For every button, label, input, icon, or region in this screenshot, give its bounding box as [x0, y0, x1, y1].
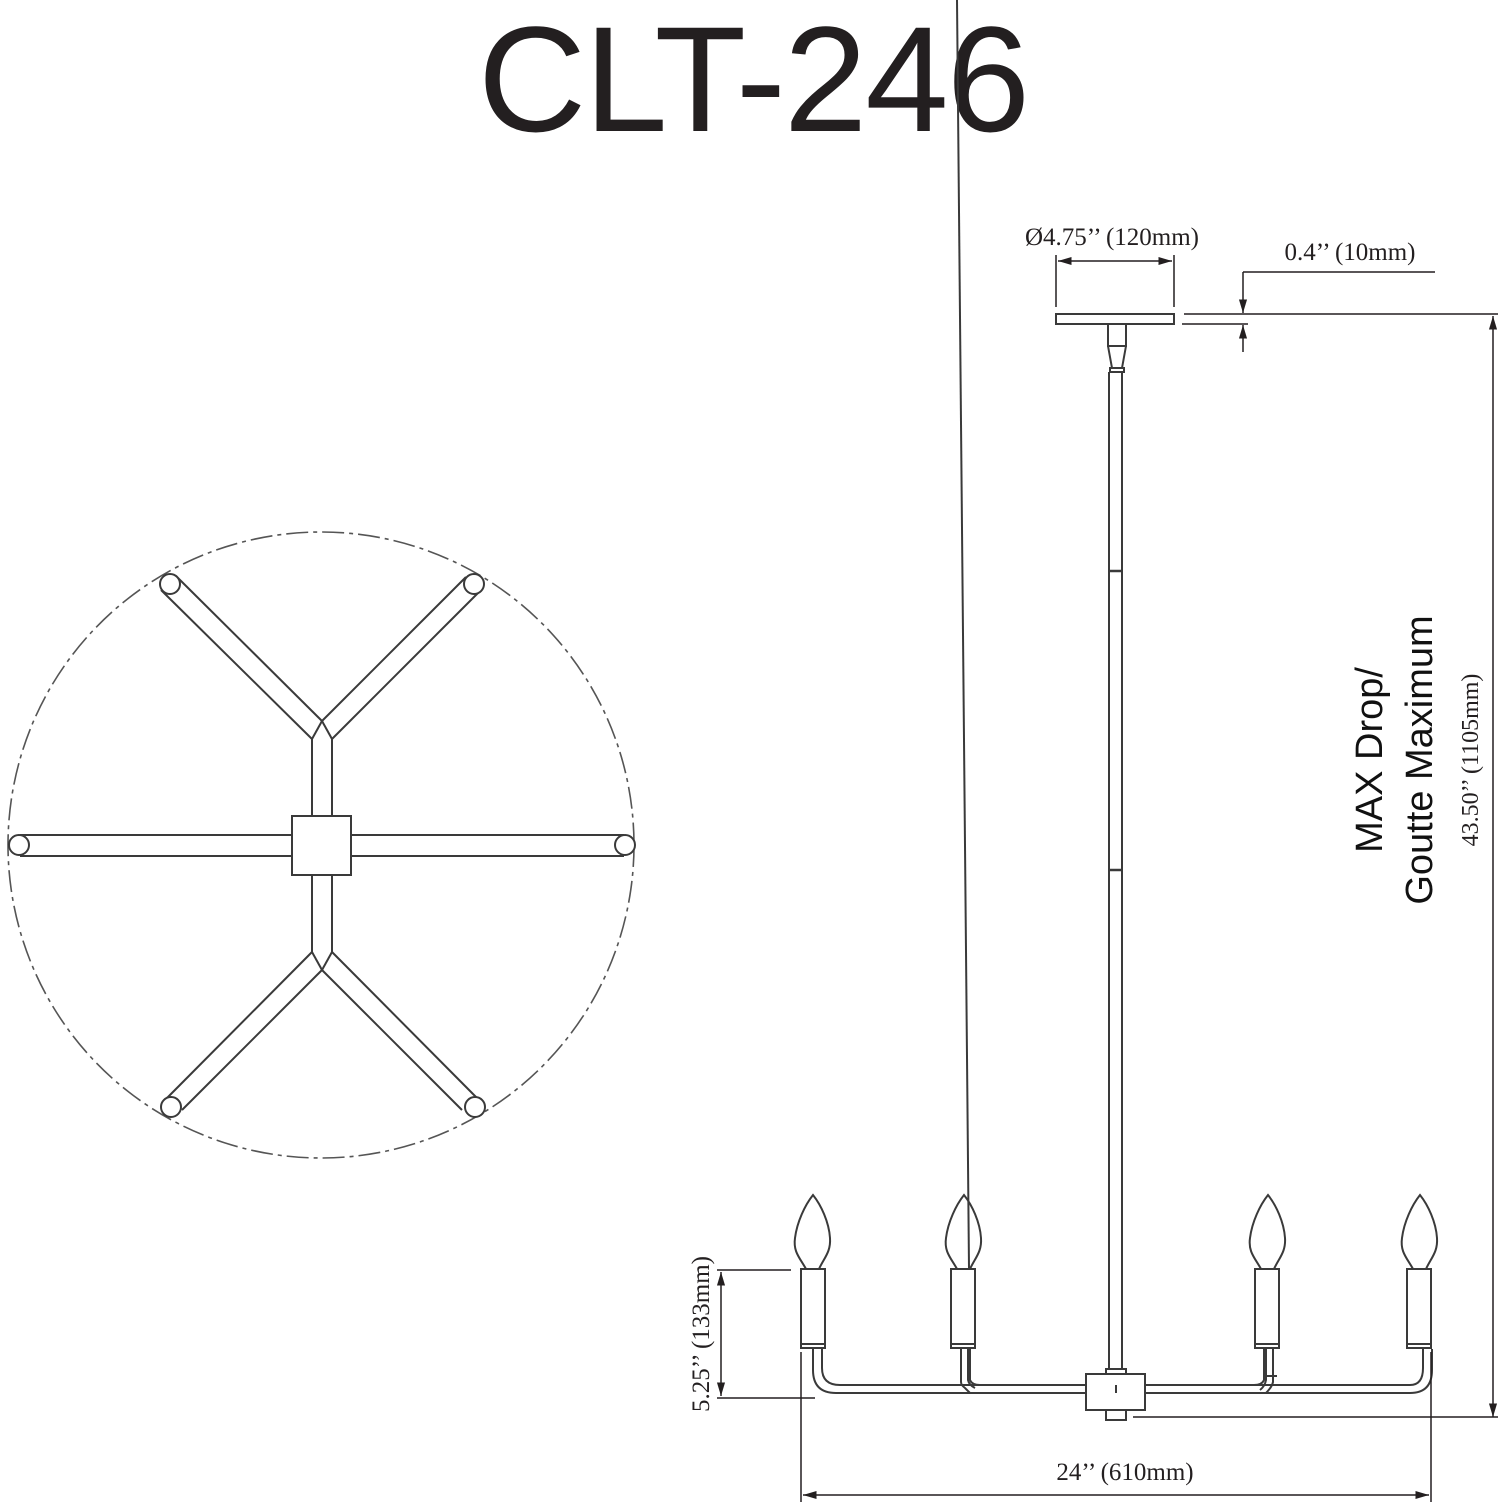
bulb — [1248, 1193, 1287, 1270]
center-hub — [291, 815, 352, 876]
arm-end-cap — [160, 1096, 182, 1118]
candle-sleeve — [1406, 1268, 1432, 1349]
top-view — [7, 531, 636, 1159]
product-model-title: CLT-246 — [477, 0, 1030, 163]
arm-end-cap — [8, 834, 30, 856]
dimension-lines — [716, 255, 1498, 1502]
max-drop-value: 43.50’’ (1105mm) — [1458, 674, 1484, 847]
max-drop-label-line1: MAX Drop/ — [1349, 667, 1391, 853]
candle-sleeve — [1254, 1268, 1280, 1349]
candle-sleeve — [800, 1268, 826, 1349]
candle-sleeve — [950, 1268, 976, 1349]
side-view — [793, 0, 1439, 1421]
canopy-diameter-label: Ø4.75’’ (120mm) — [1025, 224, 1199, 251]
candle-height-label: 5.25’’ (133mm) — [688, 1256, 715, 1412]
arm-end-cap — [159, 573, 181, 595]
max-drop-label-line2: Goutte Maximum — [1399, 615, 1441, 904]
bulb — [1400, 1193, 1439, 1270]
canopy — [1055, 313, 1175, 325]
max-drop-label-group: MAX Drop/ Goutte Maximum 43.50’’ (1105mm… — [1349, 615, 1484, 904]
arm-end-cap — [464, 1096, 486, 1118]
width-label: 24’’ (610mm) — [1056, 1459, 1193, 1486]
arm-end-cap — [614, 834, 636, 856]
canopy-height-label: 0.4’’ (10mm) — [1285, 239, 1416, 266]
candle-height-label-group: 5.25’’ (133mm) — [688, 1256, 715, 1412]
bulb — [944, 1193, 983, 1270]
arm-end-cap — [463, 573, 485, 595]
bulb — [793, 1193, 832, 1270]
